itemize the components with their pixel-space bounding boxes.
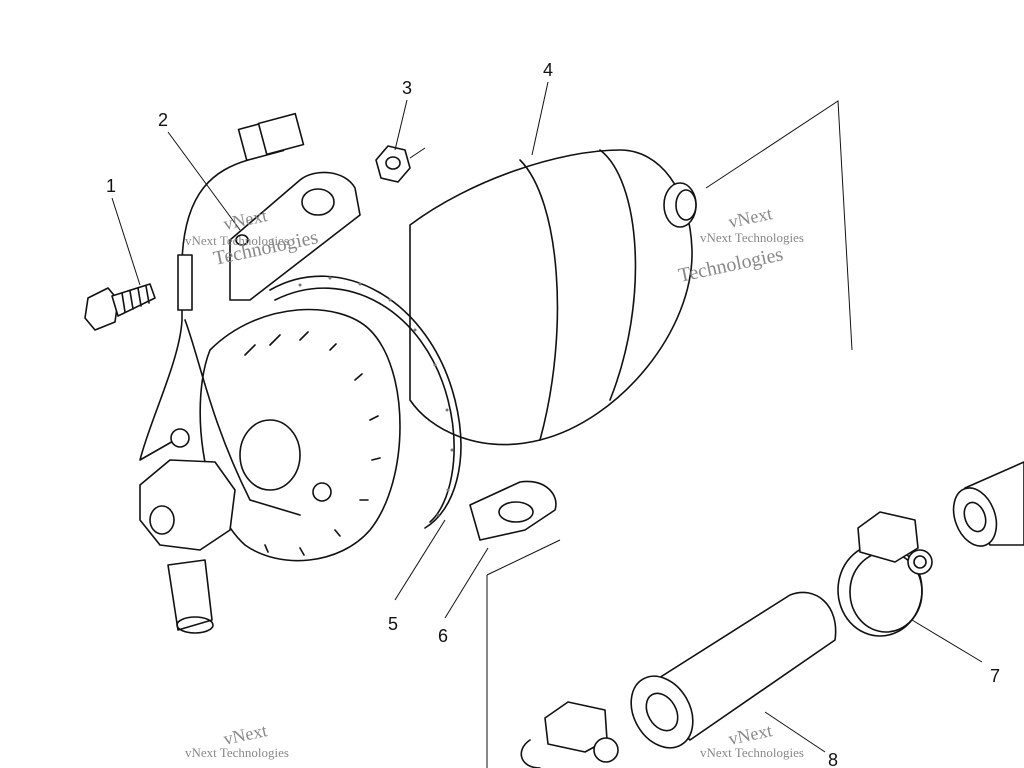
nut [235,145,426,246]
wiring-harness [139,112,332,516]
watermark-brand: vNext [727,203,774,232]
part-number-2: 2 [158,110,168,130]
part-number-8: 8 [828,750,838,768]
leader-lines [111,81,983,753]
part-number-5: 5 [388,614,398,634]
part-number-7: 7 [990,666,1000,686]
fuel-hose-middle [630,591,837,749]
hose-clamp-lower [520,701,619,768]
fuel-hose-right [952,461,1024,547]
watermark-inline: vNext Technologies [185,233,289,248]
watermark-bottom-left: vNext vNext Technologies [185,720,289,760]
part-number-6: 6 [438,626,448,646]
hose-clamp-upper [837,511,933,637]
assembly-boundary [486,100,853,768]
outlet-nipple [663,182,697,228]
watermark-inline: vNext Technologies [700,230,804,245]
pump-body [409,149,697,541]
watermark-inline: vNext Technologies [700,745,804,760]
part-number-4: 4 [543,60,553,80]
inlet-fitting [139,459,236,634]
gasket-ring [269,275,462,529]
watermark-right: vNext vNext Technologies Technologies [676,203,803,287]
watermark-bottom-right: vNext vNext Technologies [700,720,804,760]
mounting-bracket [229,171,361,301]
bolt [84,283,156,331]
part-number-3: 3 [402,78,412,98]
part-number-labels: 1 2 3 4 5 6 7 8 [106,60,1000,768]
watermark-inline: vNext Technologies [185,745,289,760]
part-number-1: 1 [106,176,116,196]
